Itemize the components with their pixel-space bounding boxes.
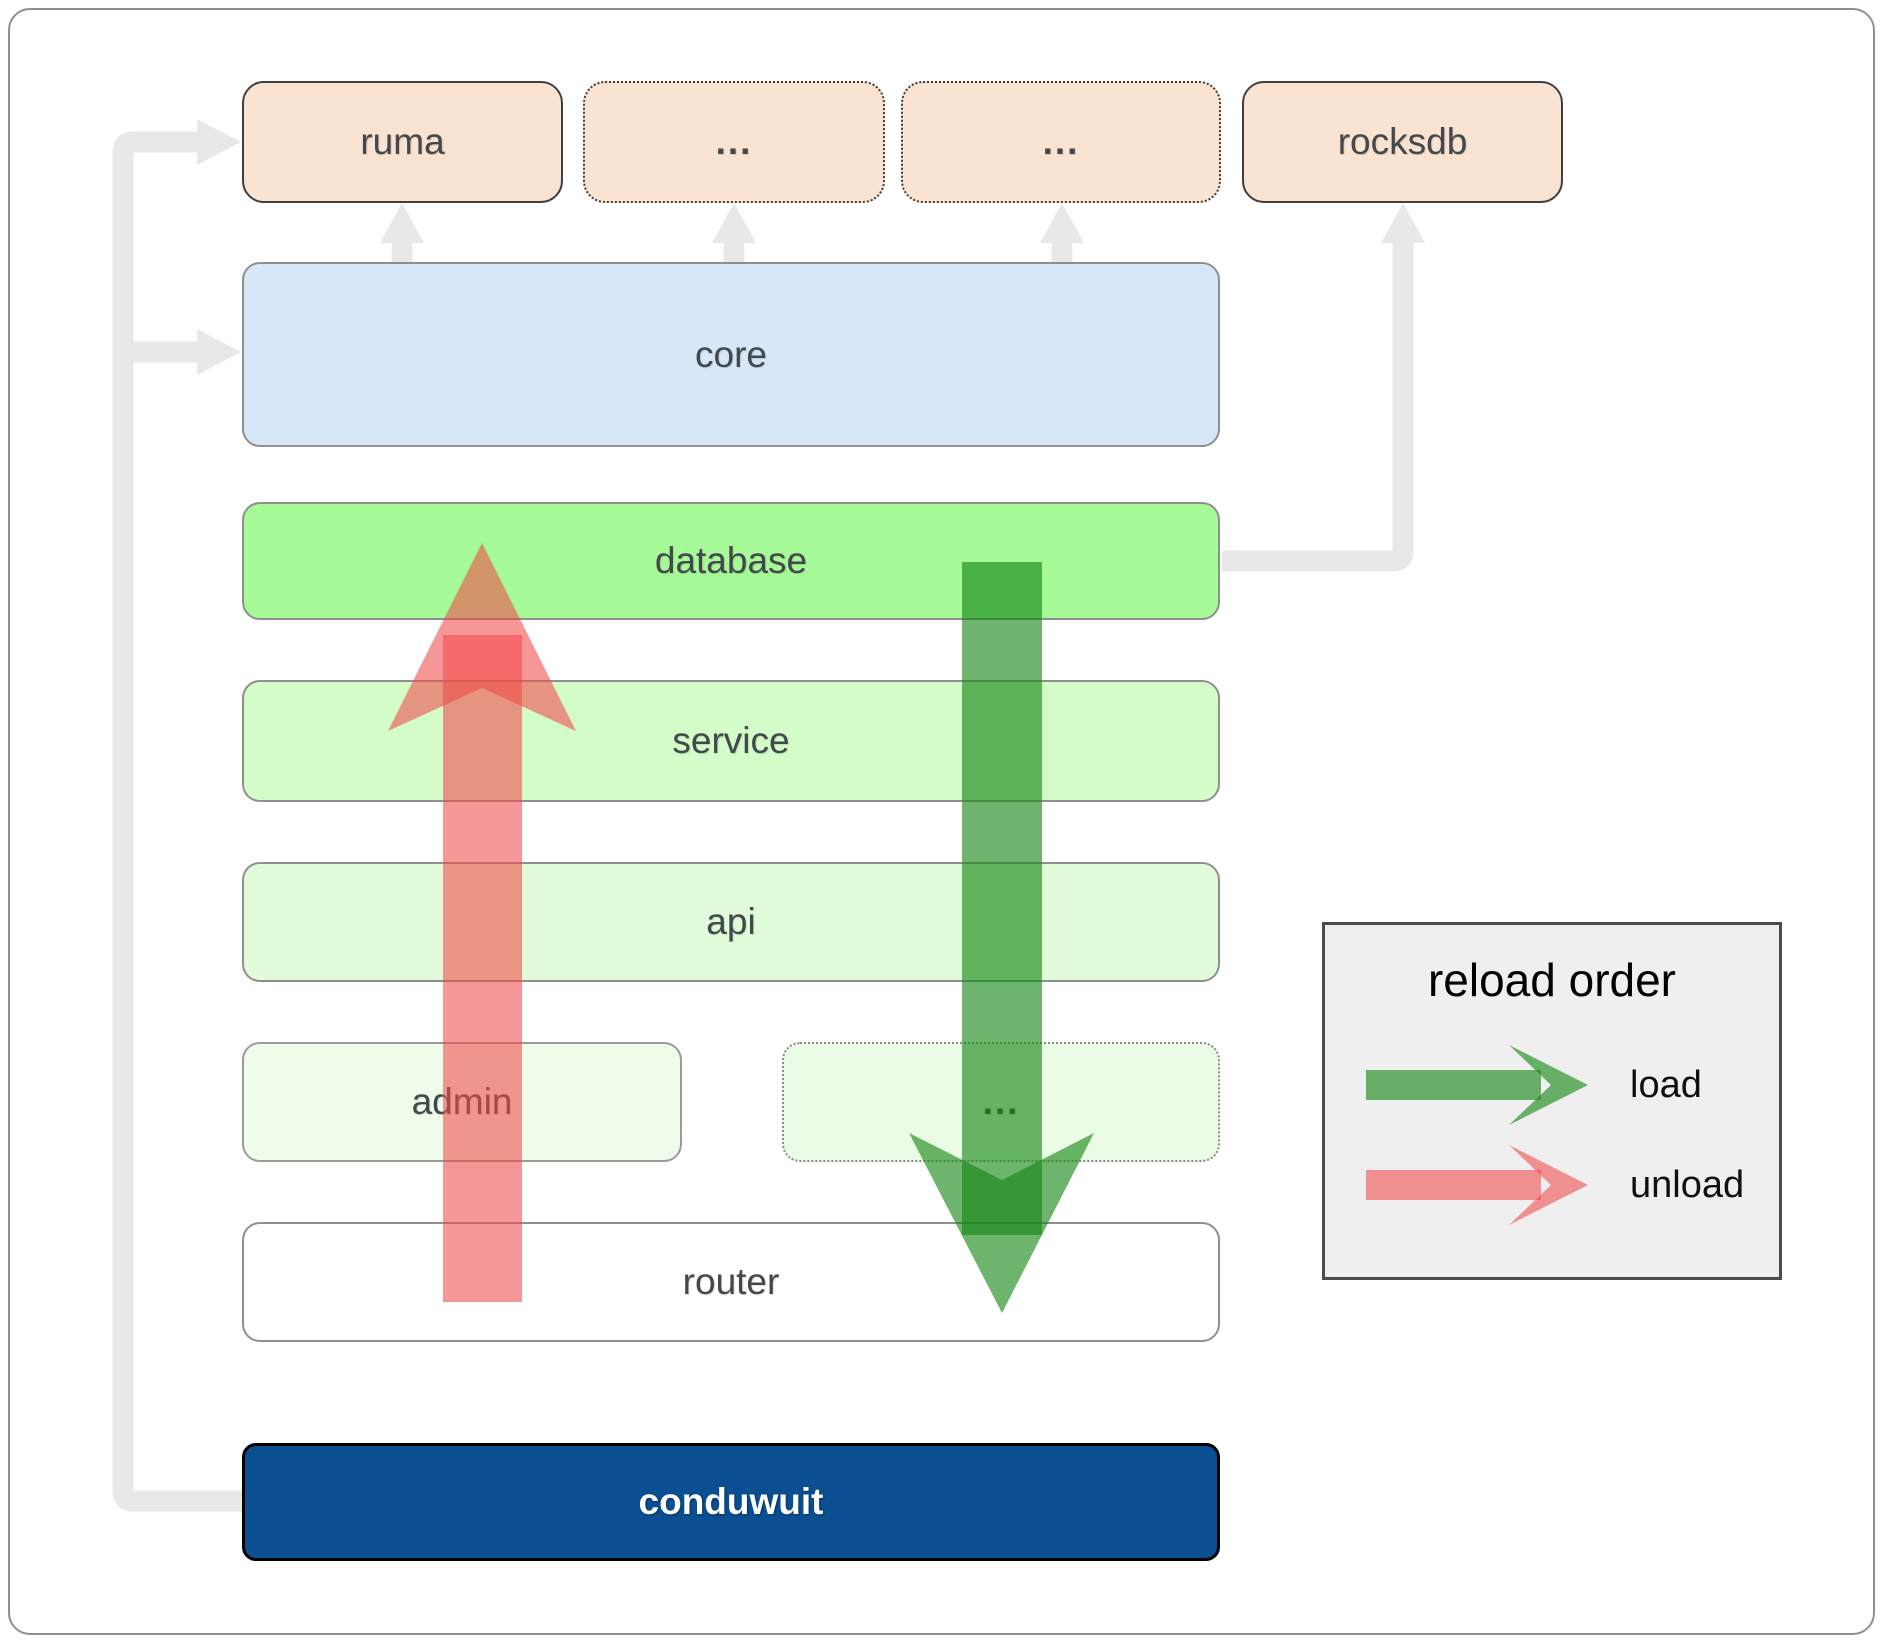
legend-item-load: load	[1366, 1043, 1702, 1127]
legend-item-label: load	[1630, 1063, 1702, 1106]
box-label: service	[672, 720, 790, 761]
box-label: router	[682, 1261, 780, 1302]
legend-item-label: unload	[1630, 1163, 1745, 1206]
box-conduwuit: conduwuit	[242, 1443, 1220, 1561]
unload-arrow-icon	[1366, 1145, 1588, 1225]
box-label: core	[695, 333, 767, 375]
box-core: core	[242, 262, 1220, 447]
box-label: ...	[982, 1081, 1020, 1122]
box-label: conduwuit	[638, 1481, 824, 1522]
box-database: database	[242, 502, 1220, 620]
box-label: ...	[715, 121, 753, 162]
box-admin-dots: ...	[782, 1042, 1220, 1162]
diagram-frame	[8, 8, 1875, 1635]
box-label: admin	[411, 1081, 513, 1122]
box-ruma: ruma	[242, 81, 563, 203]
legend-title: reload order	[1427, 954, 1677, 1006]
box-deps-dots-1: ...	[583, 81, 885, 203]
box-deps-dots-2: ...	[901, 81, 1221, 203]
box-router: router	[242, 1222, 1220, 1342]
legend: reload order load unload	[1322, 922, 1782, 1280]
box-service: service	[242, 680, 1220, 802]
box-label: ruma	[360, 121, 445, 162]
box-label: ...	[1042, 121, 1080, 162]
box-label: rocksdb	[1337, 121, 1468, 162]
box-admin: admin	[242, 1042, 682, 1162]
box-api: api	[242, 862, 1220, 982]
box-label: api	[706, 901, 756, 942]
load-arrow-icon	[1366, 1045, 1588, 1125]
legend-item-unload: unload	[1366, 1143, 1744, 1227]
box-rocksdb: rocksdb	[1242, 81, 1563, 203]
box-label: database	[654, 540, 808, 581]
